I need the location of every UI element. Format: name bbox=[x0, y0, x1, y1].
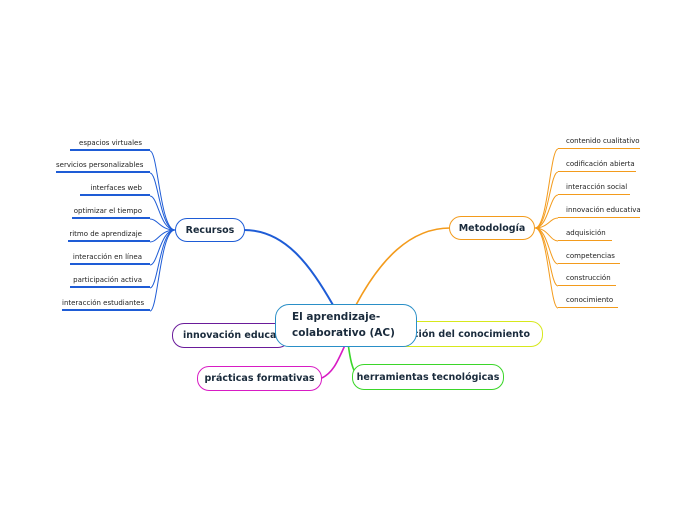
metodologia-leaf[interactable]: interacción social bbox=[558, 181, 630, 195]
recursos-leaf[interactable]: participación activa bbox=[70, 274, 150, 288]
recursos-leaf-connector bbox=[149, 195, 176, 231]
metodologia-leaf[interactable]: construcción bbox=[558, 272, 616, 286]
central-topic-line1: El aprendizaje- bbox=[292, 311, 381, 324]
recursos-leaf[interactable]: optimizar el tiempo bbox=[72, 205, 150, 219]
central-topic-line2: colaborativo (AC) bbox=[292, 326, 395, 339]
recursos-leaf-connector bbox=[149, 172, 176, 231]
branch-innovacion-educativa[interactable]: innovación educativa bbox=[172, 323, 290, 348]
branch-practicas-label: prácticas formativas bbox=[204, 373, 315, 384]
metodologia-leaf[interactable]: competencias bbox=[558, 250, 620, 264]
metodologia-leaf[interactable]: innovación educativa bbox=[558, 204, 641, 218]
metodologia-leaf[interactable]: codificación abierta bbox=[558, 158, 636, 172]
recursos-leaf-connector bbox=[149, 218, 176, 231]
branch-metodologia[interactable]: Metodología bbox=[449, 216, 535, 240]
branch-organizacion-label: organización del conocimiento bbox=[393, 328, 530, 340]
branch-practicas-formativas[interactable]: prácticas formativas bbox=[197, 366, 322, 391]
metodologia-leaf[interactable]: contenido cualitativo bbox=[558, 135, 640, 149]
branch-herramientas-label: herramientas tecnológicas bbox=[356, 371, 500, 383]
connector-metodologia bbox=[355, 227, 451, 306]
metodologia-leaf-connector bbox=[534, 217, 559, 229]
recursos-leaf[interactable]: ritmo de aprendizaje bbox=[68, 228, 150, 242]
recursos-leaf[interactable]: interacción en línea bbox=[70, 251, 150, 265]
metodologia-leaf-connectors bbox=[534, 148, 559, 309]
metodologia-leaf[interactable]: conocimiento bbox=[558, 294, 618, 308]
recursos-leaf[interactable]: interacción estudiantes bbox=[62, 297, 150, 311]
branch-metodologia-label: Metodología bbox=[458, 222, 526, 234]
branch-herramientas-tecnologicas[interactable]: herramientas tecnológicas bbox=[352, 364, 504, 390]
recursos-leaf-connector bbox=[149, 150, 176, 231]
metodologia-leaf[interactable]: adquisición bbox=[558, 227, 612, 241]
connector-recursos bbox=[243, 229, 334, 306]
central-topic[interactable]: El aprendizaje- colaborativo (AC) bbox=[275, 304, 417, 347]
recursos-leaf[interactable]: interfaces web bbox=[80, 182, 150, 196]
recursos-leaf[interactable]: servicios personalizables bbox=[56, 159, 150, 173]
metodologia-leaf-connector bbox=[534, 227, 559, 309]
recursos-leaf-connectors bbox=[149, 150, 176, 312]
branch-recursos[interactable]: Recursos bbox=[175, 218, 245, 242]
branch-innovacion-label: innovación educativa bbox=[183, 330, 290, 341]
metodologia-leaf-connector bbox=[534, 194, 559, 229]
recursos-leaf-connector bbox=[149, 229, 176, 312]
recursos-leaf-connector bbox=[149, 229, 176, 289]
branch-recursos-label: Recursos bbox=[185, 224, 235, 236]
connector-practicas bbox=[321, 342, 347, 379]
metodologia-leaf-connector bbox=[534, 171, 559, 229]
metodologia-leaf-connector bbox=[534, 148, 559, 229]
recursos-leaf[interactable]: espacios virtuales bbox=[70, 137, 150, 151]
